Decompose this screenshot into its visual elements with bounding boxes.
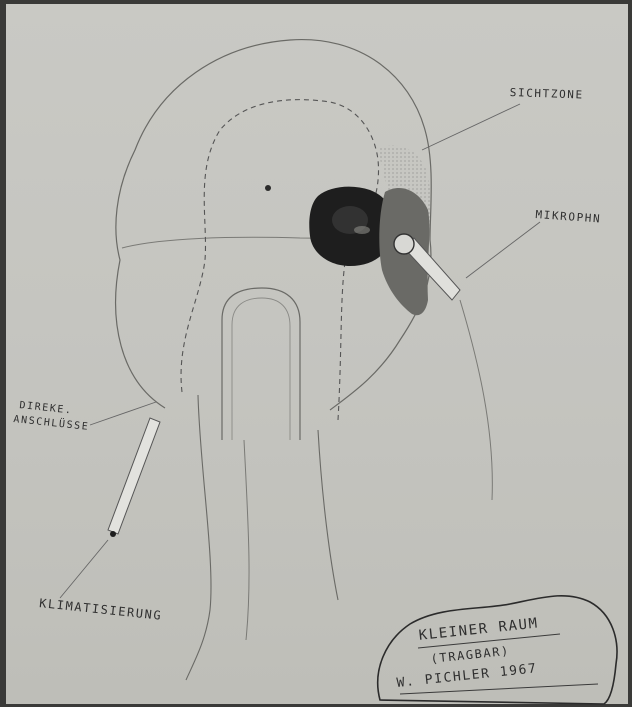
leader-sichtzone: [422, 104, 520, 150]
fabric-line-center: [244, 440, 249, 640]
climate-tube: [108, 418, 160, 537]
neck-opening: [222, 288, 300, 440]
fabric-line-far-right: [460, 300, 492, 500]
helmet-center-dot: [265, 185, 271, 191]
leader-klima: [60, 540, 108, 598]
leader-direkte: [90, 402, 156, 425]
label-sichtzone: SICHTZONE: [510, 86, 584, 102]
fabric-line-left: [186, 395, 211, 680]
fabric-line-right: [318, 430, 338, 600]
leader-mikrophon: [466, 222, 540, 278]
